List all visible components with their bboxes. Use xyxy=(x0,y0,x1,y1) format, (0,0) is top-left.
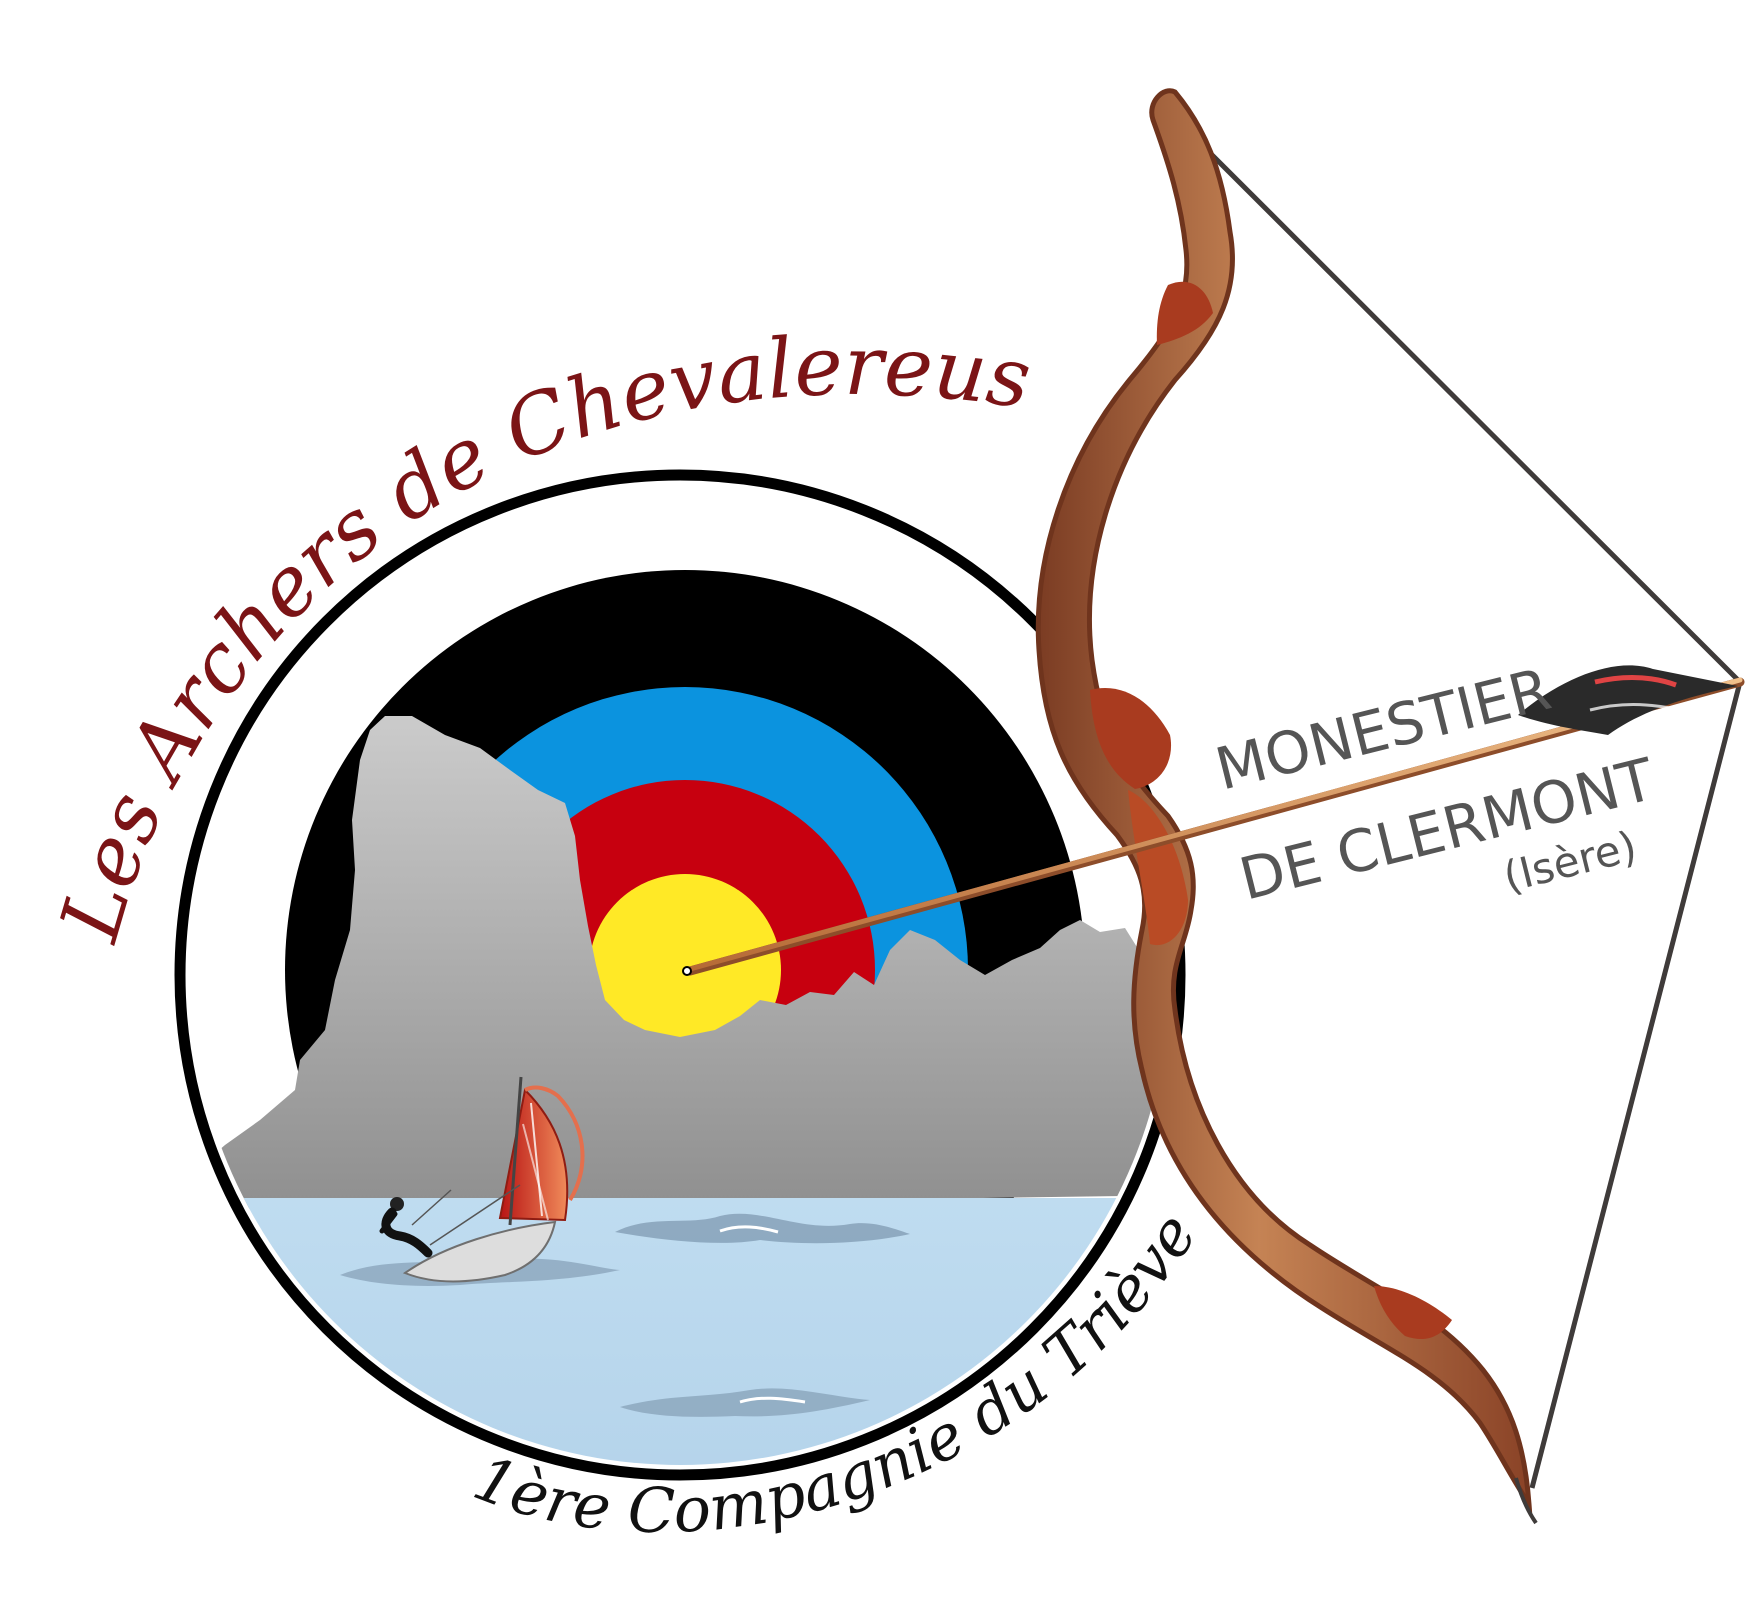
wave xyxy=(620,1388,870,1417)
arrow-icon xyxy=(682,665,1745,976)
bow-icon xyxy=(1035,88,1743,1525)
sailboat-icon xyxy=(379,1076,585,1283)
mountain-icon xyxy=(190,716,1170,1210)
